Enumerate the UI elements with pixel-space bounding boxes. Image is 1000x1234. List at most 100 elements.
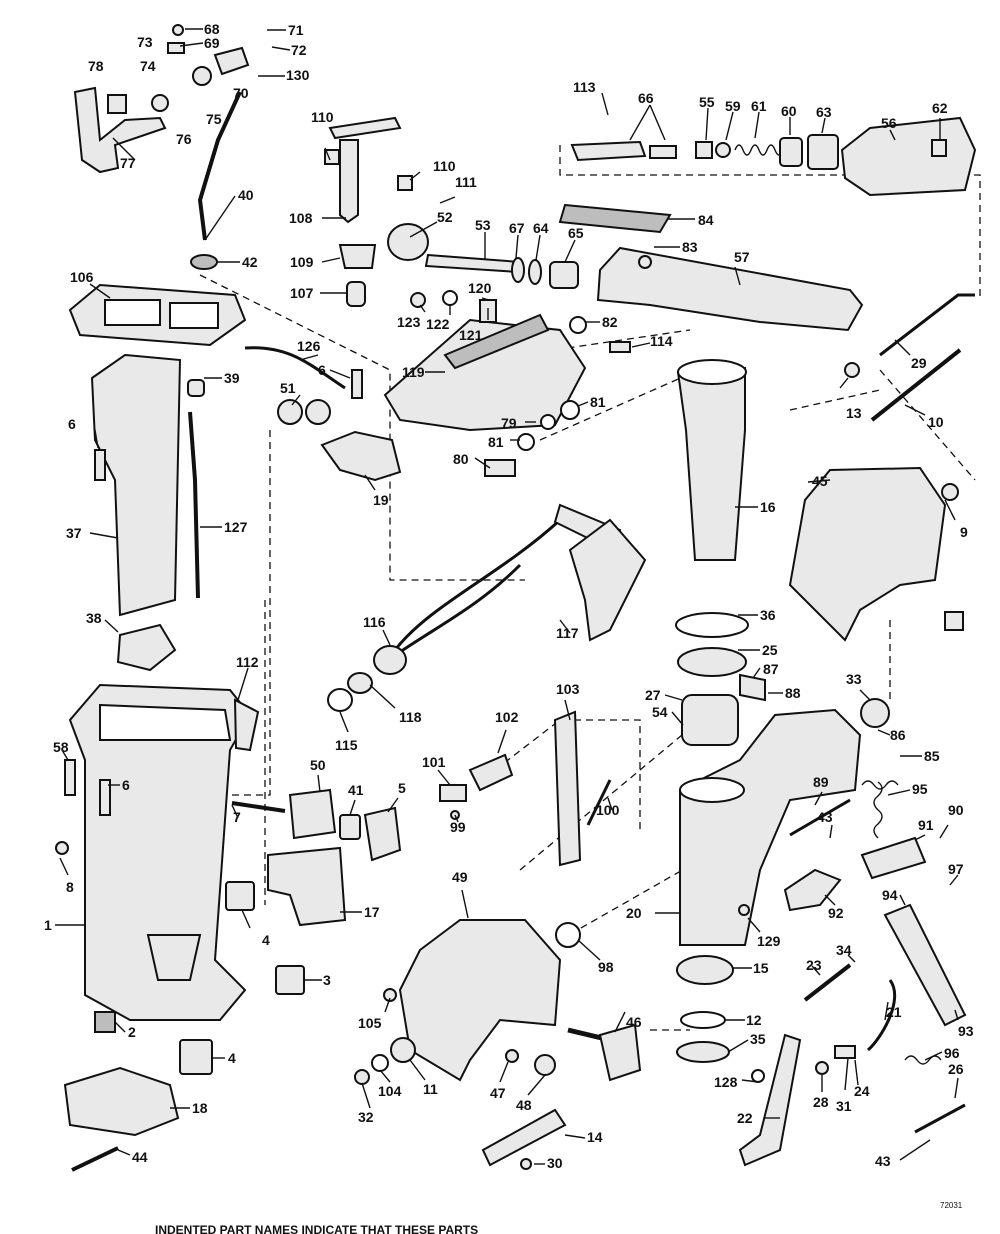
nut-83-part xyxy=(638,255,652,269)
washer-122-part xyxy=(442,290,458,306)
pad-4b-part xyxy=(179,1039,213,1075)
callout-46: 46 xyxy=(626,1014,642,1030)
callout-114: 114 xyxy=(650,333,673,349)
screw-30-part xyxy=(520,1158,532,1170)
callout-57: 57 xyxy=(734,249,750,265)
callout-122: 122 xyxy=(426,316,450,332)
washer-128-part xyxy=(751,1069,765,1083)
callout-73: 73 xyxy=(137,34,153,50)
callout-59: 59 xyxy=(725,98,741,114)
callout-35: 35 xyxy=(750,1031,766,1047)
callout-50: 50 xyxy=(310,757,326,773)
grommet-115-part xyxy=(327,688,353,712)
callout-20: 20 xyxy=(626,905,642,921)
callout-42: 42 xyxy=(242,254,258,270)
callout-40: 40 xyxy=(238,187,254,203)
bolt-6b-part xyxy=(94,449,106,481)
screw-114-part xyxy=(609,341,631,353)
screw-47-part xyxy=(505,1049,519,1063)
washer-98-part xyxy=(555,922,581,948)
callout-129: 129 xyxy=(757,933,781,949)
callout-33: 33 xyxy=(846,671,862,687)
pad-2-part xyxy=(94,1011,116,1033)
callout-14: 14 xyxy=(587,1129,603,1145)
callout-102: 102 xyxy=(495,709,519,725)
callout-112: 112 xyxy=(236,654,259,670)
callout-80: 80 xyxy=(453,451,469,467)
bracket-102-part xyxy=(468,753,514,792)
ring-67-part xyxy=(511,257,525,283)
callout-31: 31 xyxy=(836,1098,852,1114)
lever-94-part xyxy=(883,903,967,1027)
callout-84: 84 xyxy=(698,212,714,228)
plate-112-part xyxy=(233,698,260,752)
screw-68-part xyxy=(172,24,184,36)
stern-bracket-49-part xyxy=(398,919,562,1082)
bushing-15-part xyxy=(676,955,734,985)
callout-44: 44 xyxy=(132,1149,148,1165)
callout-98: 98 xyxy=(598,959,614,975)
wire-126-part xyxy=(244,346,346,390)
drawing-number: 72031 xyxy=(940,1201,963,1210)
bracket-part xyxy=(107,94,127,114)
callout-30: 30 xyxy=(547,1155,563,1171)
callout-labels: 68 71 73 69 72 78 74 130 70 75 76 77 40 … xyxy=(44,21,974,1171)
bracket-91-part xyxy=(860,836,927,880)
bolt-6c-part xyxy=(99,779,111,816)
bracket-51-part xyxy=(277,399,303,425)
callout-119: 119 xyxy=(402,364,425,380)
callout-86: 86 xyxy=(890,727,906,743)
grommet-42-part xyxy=(190,254,218,270)
shaft-66-part xyxy=(570,140,647,162)
bolt-7-part xyxy=(231,801,286,813)
callout-29: 29 xyxy=(911,355,927,371)
disc-48-part xyxy=(534,1054,556,1076)
callout-63: 63 xyxy=(816,104,832,120)
callout-117: 117 xyxy=(556,625,579,641)
callout-53: 53 xyxy=(475,217,491,233)
callout-75: 75 xyxy=(206,111,222,127)
callout-6b: 6 xyxy=(68,416,76,432)
tube-16-part xyxy=(676,366,746,561)
rod-10-part xyxy=(870,348,962,422)
grommet-39-part xyxy=(187,379,205,397)
callout-104: 104 xyxy=(378,1083,402,1099)
callout-74: 74 xyxy=(140,58,156,74)
callout-7: 7 xyxy=(233,809,241,825)
seal-38-part xyxy=(116,623,177,672)
washer-59-part xyxy=(715,142,731,158)
gear-52-part xyxy=(387,223,429,261)
callout-58: 58 xyxy=(53,739,69,755)
callout-103: 103 xyxy=(556,681,580,697)
plate-119-part xyxy=(443,313,550,370)
arm-108-part xyxy=(328,116,402,140)
callout-126: 126 xyxy=(297,338,321,354)
plate-14-part xyxy=(481,1108,567,1167)
gasket-hole-1 xyxy=(104,299,161,326)
callout-6: 6 xyxy=(318,362,326,378)
callout-54: 54 xyxy=(652,704,668,720)
callout-21: 21 xyxy=(886,1004,902,1020)
callout-47: 47 xyxy=(490,1085,506,1101)
callout-56: 56 xyxy=(881,115,897,131)
tube-127-part xyxy=(188,411,200,599)
rod-40-part xyxy=(197,91,242,241)
callout-76: 76 xyxy=(176,131,192,147)
callout-13: 13 xyxy=(846,405,862,421)
callout-27: 27 xyxy=(645,687,661,703)
tube-16-top xyxy=(677,359,747,385)
clip-110-part xyxy=(324,149,340,165)
link-70-part xyxy=(213,46,250,76)
callout-107: 107 xyxy=(290,285,314,301)
callout-72: 72 xyxy=(291,42,307,58)
footnote-text: INDENTED PART NAMES INDICATE THAT THESE … xyxy=(155,1223,478,1234)
clip-110b-part xyxy=(397,175,413,191)
plug-13-part xyxy=(844,362,860,378)
callout-12: 12 xyxy=(746,1012,762,1028)
callout-leaders xyxy=(55,28,959,1165)
callout-49: 49 xyxy=(452,869,468,885)
callout-4: 4 xyxy=(262,932,270,948)
plate-50-part xyxy=(288,788,337,840)
plate-117-part xyxy=(568,518,647,642)
